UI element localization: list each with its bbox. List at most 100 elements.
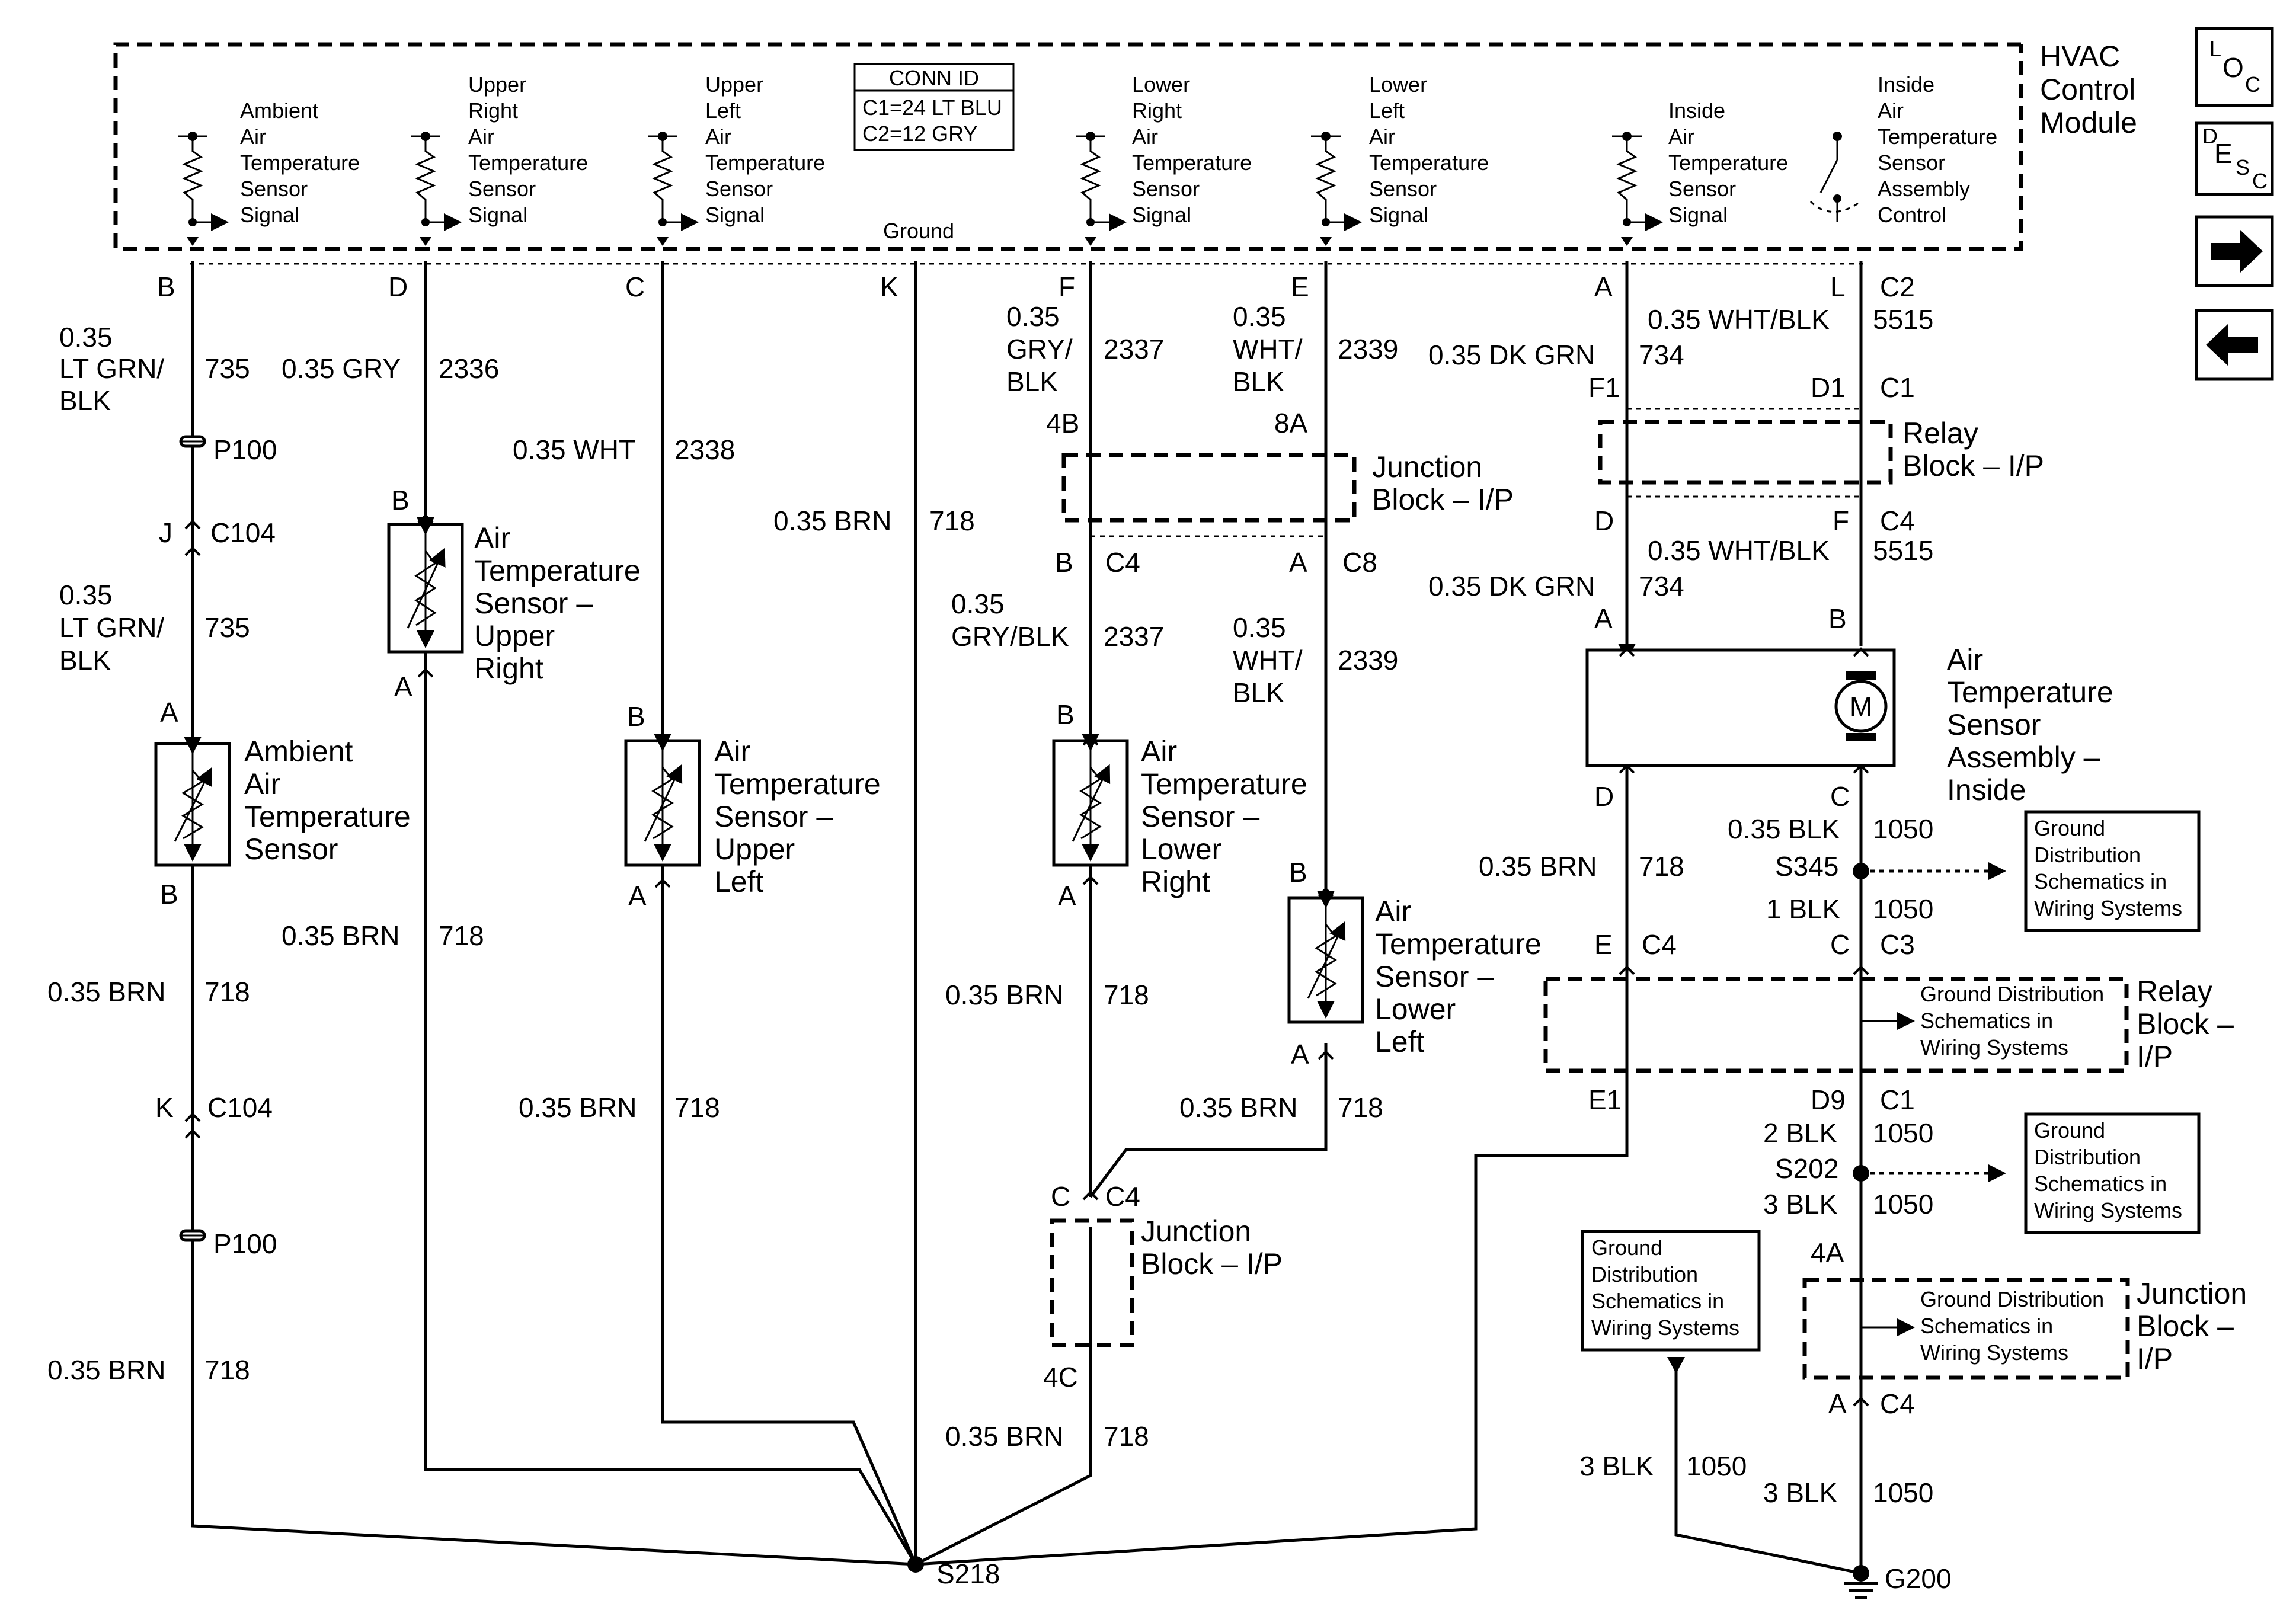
ambient-label-2: Air (244, 767, 280, 801)
wire-2337b-color: GRY/BLK (951, 621, 1069, 652)
upper-right-pin-b: B (391, 485, 410, 516)
signal-label-4-4: Sensor (1369, 177, 1437, 201)
lower-left-label-3: Sensor – (1375, 960, 1494, 993)
module-pins: B D C K F E A L C2 (157, 271, 1915, 302)
lower-left-c8-pin: A (1289, 547, 1307, 578)
ambient-sensor (154, 737, 231, 867)
ground-distribution-s202: Ground Distribution Schematics in Wiring… (1853, 1112, 2201, 1234)
splice-s202-dot (1853, 1165, 1869, 1182)
ground-distribution-s345: Ground Distribution Schematics in Wiring… (1853, 810, 2201, 932)
ground-g200: G200 (1844, 1563, 1952, 1599)
gd-s202-4: Wiring Systems (2034, 1198, 2182, 1222)
wire-2339b-color-2: BLK (1233, 677, 1284, 708)
connector-c4-inside: C4 (1642, 929, 1677, 960)
module-resistor-5 (1612, 132, 1663, 246)
desc-letter-c: C (2252, 169, 2268, 193)
connector-d-relay: D (1594, 505, 1614, 536)
lower-right-label-1: Air (1141, 735, 1177, 768)
connector-p100-bottom: P100 (213, 1228, 277, 1259)
wire-718-circuit-2: 718 (204, 1355, 250, 1385)
conn-id-title: CONN ID (889, 66, 979, 90)
wire-1050-a-gauge: 0.35 BLK (1728, 814, 1840, 844)
upper-right-label-2: Temperature (474, 554, 641, 587)
previous-page-button[interactable] (2195, 309, 2274, 381)
splice-s345: S345 (1775, 851, 1838, 882)
upper-right-pin-a: A (394, 671, 412, 702)
relay-top-label-2: Block – I/P (1902, 449, 2044, 482)
wire-1050-b-circuit: 1050 (1873, 894, 1933, 924)
signal-label-3-3: Temperature (1132, 151, 1252, 175)
lower-right-sensor (1052, 734, 1129, 867)
wire-1050-e-gauge: 3 BLK (1579, 1451, 1654, 1481)
lower-left-sensor (1287, 891, 1364, 1024)
ambient-pin-b: B (160, 879, 178, 910)
wire-2339-gauge: 0.35 (1233, 301, 1286, 332)
signal-label-0-2: Temperature (240, 151, 360, 175)
wire-718-jb-gauge: 0.35 BRN (945, 1421, 1063, 1452)
pin-c: C (625, 271, 645, 302)
conn-id-box: CONN ID C1=24 LT BLU C2=12 GRY (853, 63, 1015, 151)
connector-f-relay: F (1833, 505, 1849, 536)
jb-right-label-1: Junction (2137, 1277, 2247, 1310)
module-resistor-0 (178, 132, 229, 246)
splice-s345-dot (1853, 863, 1869, 879)
pin-e: E (1291, 271, 1309, 302)
connector-e1: E1 (1588, 1084, 1622, 1115)
module-title-line-3: Module (2040, 106, 2137, 139)
inside-label-5: Inside (1947, 773, 2026, 806)
signal-label-5-4: Signal (1668, 203, 1728, 227)
inside-label-2: Temperature (1947, 676, 2113, 709)
upper-right-label-5: Right (474, 652, 543, 685)
wire-2339b-color: WHT/ (1233, 645, 1303, 676)
upper-left-label-4: Upper (714, 833, 795, 866)
lower-right-label-4: Lower (1141, 833, 1221, 866)
wire-2339-circuit: 2339 (1338, 334, 1398, 364)
inside-label-3: Sensor (1947, 708, 2041, 741)
upper-right-label-1: Air (474, 521, 510, 555)
signal-label-4-3: Temperature (1369, 151, 1489, 175)
loc-letter-c: C (2245, 72, 2260, 97)
relay-mid-gd-3: Wiring Systems (1920, 1035, 2068, 1060)
ambient-pin-a: A (160, 697, 178, 728)
upper-left-label-2: Temperature (714, 767, 881, 801)
wire-735b-gauge: 0.35 (59, 580, 113, 610)
relay-mid-label-2: Block – (2137, 1007, 2234, 1041)
desc-letter-e: E (2214, 138, 2233, 169)
desc-button[interactable]: D E S C (2195, 121, 2274, 196)
wire-735-color-2: BLK (59, 385, 111, 416)
jb-right-gd-2: Schematics in (1920, 1314, 2053, 1338)
connector-d1: D1 (1811, 372, 1846, 403)
sensors (154, 517, 1646, 1024)
lower-left-label-2: Temperature (1375, 927, 1542, 961)
signal-label-4-5: Signal (1369, 203, 1428, 227)
wire-718-gauge-1: 0.35 BRN (47, 977, 165, 1007)
next-page-button[interactable] (2195, 215, 2274, 287)
wire-718-lower-right-circuit: 718 (1104, 980, 1149, 1010)
wire-1050-f-circuit: 1050 (1873, 1477, 1933, 1508)
wire-718-lower-right-gauge: 0.35 BRN (945, 980, 1063, 1010)
wire-718-lower-left-circuit: 718 (1338, 1092, 1383, 1123)
signal-label-2-1: Left (705, 98, 741, 123)
upper-right-label-3: Sensor – (474, 587, 593, 620)
upper-right-label-4: Upper (474, 619, 555, 652)
wire-718-upper-right-gauge: 0.35 BRN (282, 920, 399, 951)
gd-s202-3: Schematics in (2034, 1172, 2167, 1196)
module-internals (178, 132, 1862, 246)
splice-s218-label: S218 (936, 1558, 1000, 1589)
signal-label-0-4: Signal (240, 203, 299, 227)
wire-1050-c-circuit: 1050 (1873, 1118, 1933, 1148)
signal-label-6-5: Control (1878, 203, 1946, 227)
motor-icon (1834, 680, 1888, 733)
signal-label-4-0: Lower (1369, 72, 1427, 97)
pin-f: F (1059, 271, 1075, 302)
loc-button[interactable]: L O C (2195, 27, 2274, 107)
module-resistor-3 (1076, 132, 1127, 246)
connector-4b: 4B (1046, 408, 1079, 438)
signal-label-2-0: Upper (705, 72, 763, 97)
signal-label-2-4: Sensor (705, 177, 773, 201)
wire-718-jb-circuit: 718 (1104, 1421, 1149, 1452)
connector-8a: 8A (1274, 408, 1308, 438)
inside-pin-d: D (1594, 781, 1614, 812)
connector-c1-bottom: C1 (1880, 1084, 1915, 1115)
connector-c-c3: C (1830, 929, 1850, 960)
